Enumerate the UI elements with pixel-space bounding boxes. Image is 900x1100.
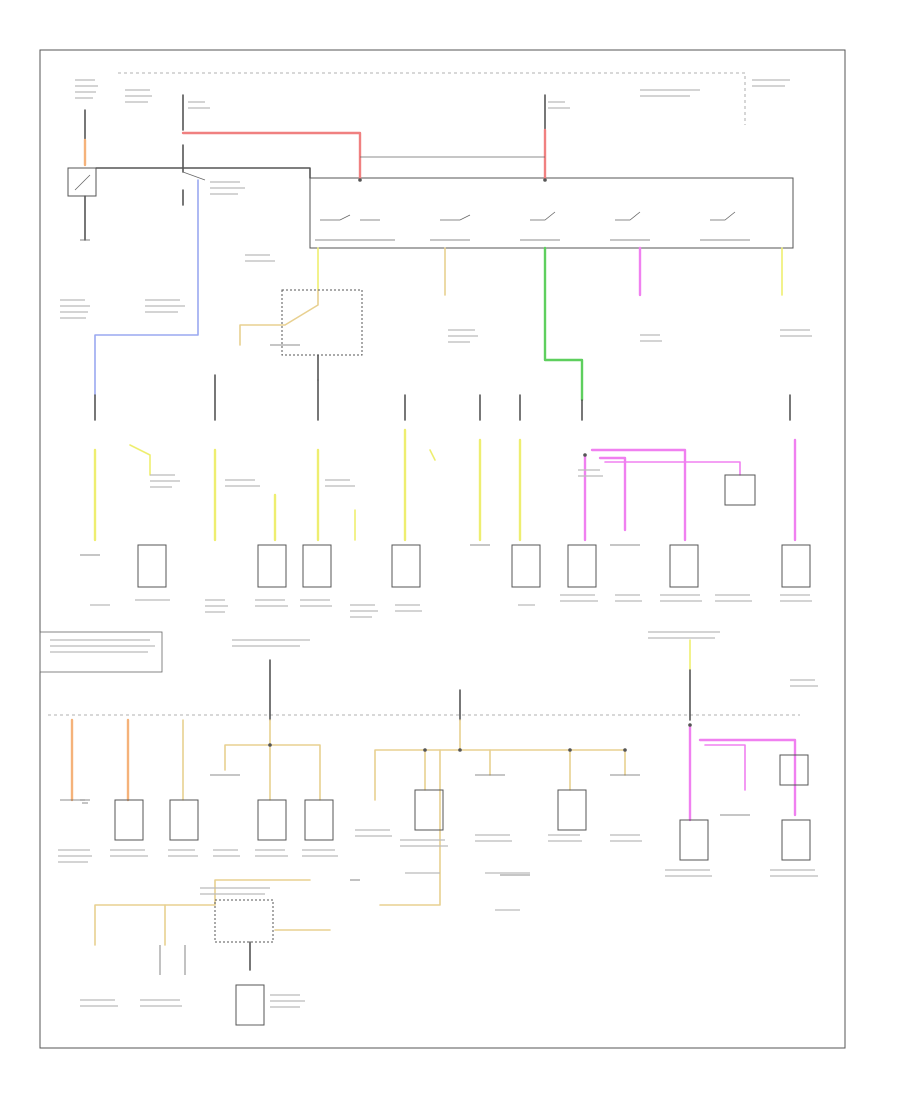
lower-left-label-box: [39, 631, 163, 673]
mid-row-components: [80, 544, 811, 588]
fuse-box-boundary-top: [118, 72, 746, 125]
lower-row-wires: [70, 718, 626, 906]
pink-branch-upper: [583, 438, 797, 542]
ignition-fuse-group: [94, 94, 362, 396]
center-relay-module: [281, 289, 363, 356]
wire-blue-feed: [94, 179, 199, 396]
junction-block: [309, 177, 794, 249]
wire-tan-j1: [239, 289, 319, 346]
bottom-relay-module: [94, 874, 530, 1026]
top-left-fuse-group: [67, 109, 311, 241]
diagram-border: [39, 49, 846, 1049]
ground-icon: [80, 799, 260, 1026]
splice-points: [268, 178, 692, 752]
mid-row-wires: [93, 428, 522, 542]
junction-relays: [315, 211, 750, 241]
wire-red-feed: [181, 131, 362, 182]
wire-green-j3: [543, 246, 584, 402]
right-fuse-group: [360, 94, 547, 182]
pink-branch-lower: [688, 723, 809, 822]
lower-row-components: [60, 774, 811, 861]
faint-label-marks: [50, 79, 818, 1008]
